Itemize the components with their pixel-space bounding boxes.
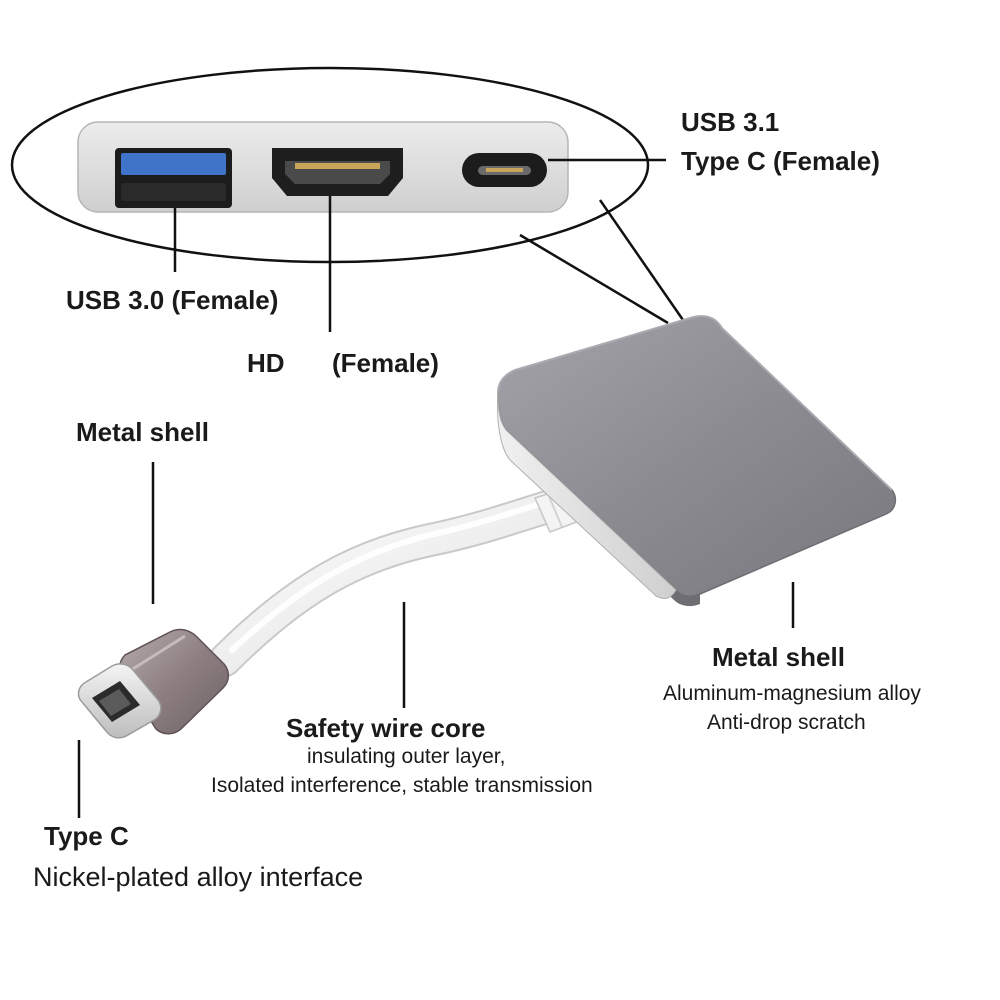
- hub-metal-shell-title: Metal shell: [712, 642, 845, 672]
- callout-connector-right: [598, 199, 685, 321]
- hub-body: [497, 315, 897, 607]
- usb30-port-icon: [115, 148, 232, 208]
- usb-c-port-icon: [462, 153, 547, 187]
- callout-connector-left: [519, 233, 669, 325]
- usb30-label: USB 3.0 (Female): [66, 285, 279, 315]
- usb31-label: USB 3.1: [681, 107, 780, 137]
- wire-core-line1: insulating outer layer,: [307, 745, 506, 768]
- type-c-title: Type C: [44, 821, 129, 851]
- hdmi-port-icon: [272, 148, 403, 196]
- hub-metal-shell-line2: Anti-drop scratch: [707, 711, 866, 734]
- hd-female-label: (Female): [332, 348, 439, 378]
- usb31-type-label: Type C (Female): [681, 146, 880, 176]
- hd-label: HD: [247, 348, 285, 378]
- wire-core-title: Safety wire core: [286, 713, 486, 743]
- cable-metal-shell-label: Metal shell: [76, 417, 209, 447]
- hub-metal-shell-line1: Aluminum-magnesium alloy: [663, 682, 921, 705]
- usb-c-plug: [77, 628, 230, 739]
- wire-core-line2: Isolated interference, stable transmissi…: [211, 774, 593, 797]
- type-c-line1: Nickel-plated alloy interface: [33, 862, 364, 892]
